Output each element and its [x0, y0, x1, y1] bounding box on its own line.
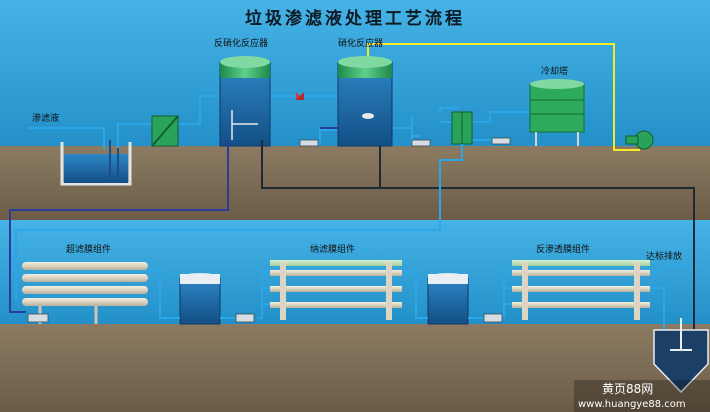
label-ultrafiltration: 超滤膜组件: [66, 243, 111, 255]
valve-icon: [296, 92, 304, 100]
label-nanofiltration: 纳滤膜组件: [310, 243, 355, 255]
label-cooling-tower: 冷却塔: [541, 65, 568, 77]
buffer-tank-1: [179, 273, 221, 325]
label-reverse-osmosis: 反渗透膜组件: [536, 243, 590, 255]
label-nitrification-reactor: 硝化反应器: [338, 37, 383, 49]
ground-band-bottom: [0, 324, 710, 412]
label-leachate: 渗滤液: [32, 112, 59, 124]
bottom-pipes: [148, 265, 690, 330]
reverse-osmosis-module: [512, 260, 650, 320]
leachate-pit: [60, 140, 132, 186]
connector-pipe: [15, 144, 463, 300]
pump-icon: [235, 313, 503, 323]
watermark-bg: [574, 380, 710, 412]
sludge-hopper: [653, 318, 709, 394]
label-discharge: 达标排放: [646, 250, 682, 262]
watermark-url: www.huangye88.com: [578, 399, 686, 410]
buffer-tank-2: [427, 273, 469, 325]
nitrification-reactor: [337, 56, 393, 147]
label-denitrification-reactor: 反硝化反应器: [214, 37, 268, 49]
denitrification-reactor: [219, 56, 271, 147]
nanofiltration-module: [270, 260, 402, 320]
watermark-brand: 黄页88网: [602, 382, 653, 396]
heat-exchanger: [451, 111, 473, 145]
pump-icon: [299, 137, 511, 147]
ultrafiltration-module: [22, 262, 148, 324]
recycle-lines: [9, 127, 695, 330]
cooling-tower: [529, 79, 585, 146]
blower-icon: [625, 130, 654, 150]
diagram-title: 垃圾渗滤液处理工艺流程: [245, 8, 465, 29]
pre-filter: [151, 115, 179, 147]
